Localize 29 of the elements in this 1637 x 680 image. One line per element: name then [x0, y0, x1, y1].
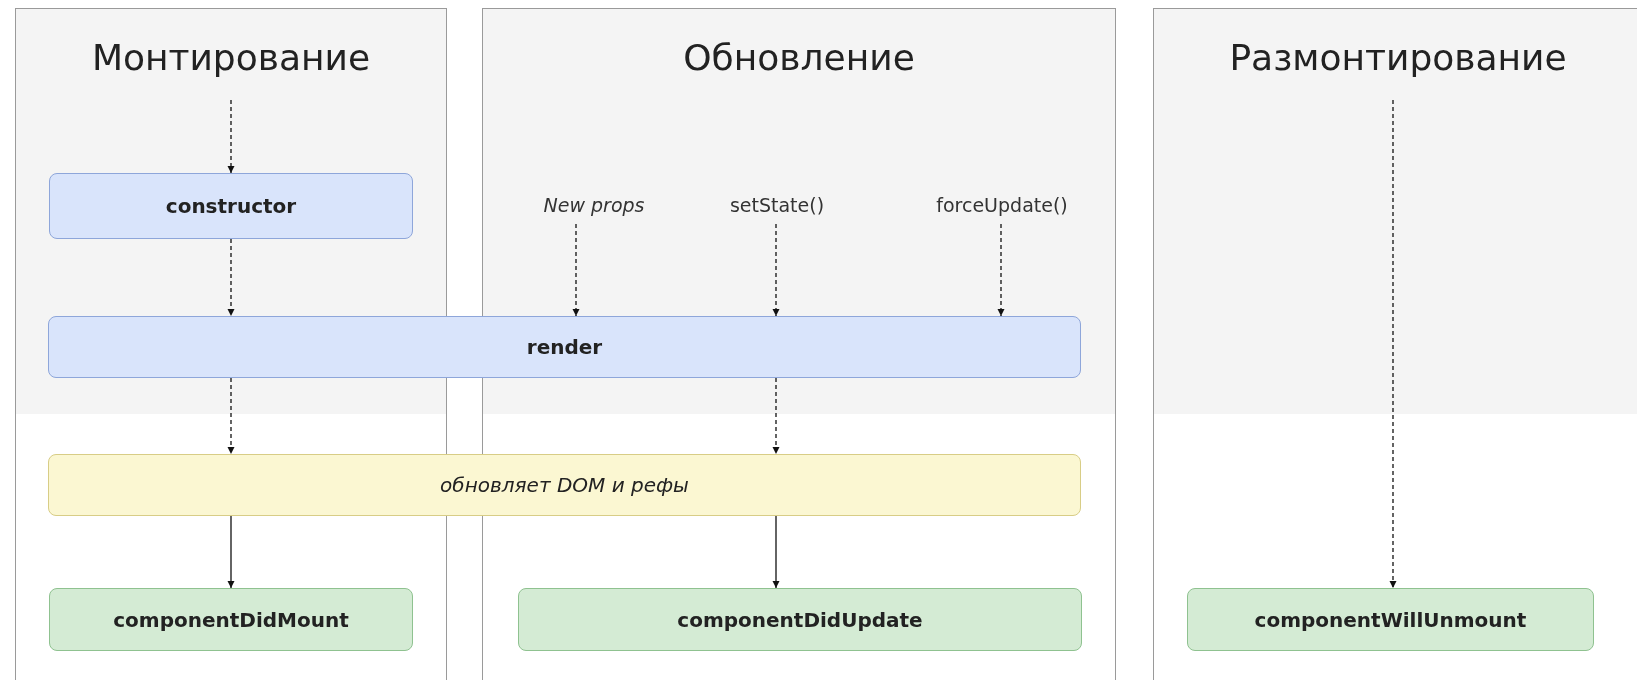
- arrow: [227, 238, 235, 317]
- method-name: componentDidMount: [113, 607, 349, 632]
- method-name: componentWillUnmount: [1254, 607, 1527, 632]
- process-box: [48, 454, 1081, 516]
- method-box: [48, 316, 1081, 378]
- panel-heading: Размонтирование: [1228, 37, 1568, 78]
- method-box: [1187, 588, 1594, 651]
- lifecycle-panel: [1153, 8, 1637, 680]
- method-name: render: [526, 335, 603, 359]
- trigger-label: setState(): [729, 194, 825, 216]
- arrow: [227, 99, 235, 174]
- method-box: [49, 173, 413, 239]
- trigger-label: New props: [543, 194, 645, 216]
- method-name: constructor: [165, 194, 297, 218]
- arrow: [227, 515, 235, 589]
- trigger-label: forceUpdate(): [936, 194, 1068, 216]
- arrow: [772, 515, 780, 589]
- arrow: [572, 223, 580, 317]
- method-box: [518, 588, 1082, 651]
- method-name: componentDidUpdate: [677, 607, 923, 632]
- method-box: [49, 588, 413, 651]
- method-name: обновляет DOM и рефы: [440, 473, 689, 497]
- panel-heading: Монтирование: [90, 37, 372, 78]
- arrow: [997, 223, 1005, 317]
- arrow: [227, 377, 235, 455]
- panel-heading: Обновление: [682, 37, 916, 78]
- arrow: [772, 223, 780, 317]
- arrow: [1389, 99, 1397, 589]
- arrow: [772, 377, 780, 455]
